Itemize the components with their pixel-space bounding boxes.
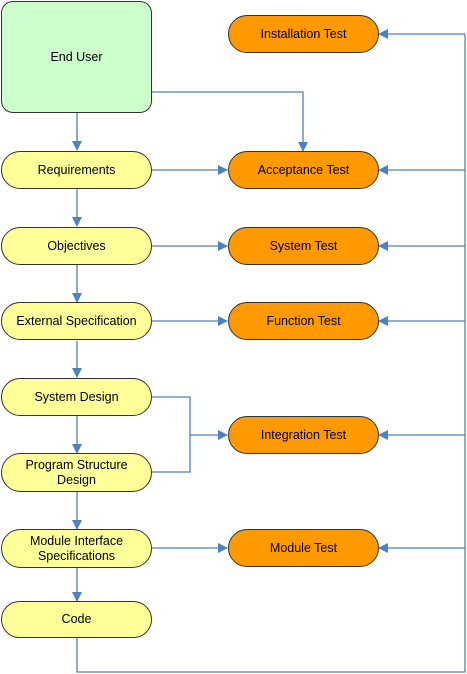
code-label: Code	[61, 612, 92, 626]
program-structure-design-node: Program Structure Design	[1, 453, 152, 492]
installation-test-node: Installation Test	[228, 15, 379, 53]
integration-test-node: Integration Test	[228, 416, 379, 454]
objectives-node: Objectives	[1, 227, 152, 265]
system-design-node: System Design	[1, 378, 152, 416]
end-user-node: End User	[1, 1, 152, 113]
objectives-label: Objectives	[47, 238, 106, 253]
requirements-node: Requirements	[1, 151, 152, 189]
arrow-system-design-to-integration-test	[152, 396, 191, 435]
system-test-node: System Test	[228, 227, 379, 265]
arrow-program-structure-to-integration-test	[152, 430, 228, 473]
system-design-label: System Design	[34, 389, 119, 404]
external-specification-node: External Specification	[1, 302, 152, 340]
function-test-node: Function Test	[228, 302, 379, 340]
system-test-label: System Test	[269, 238, 338, 253]
return-path-from-code	[76, 34, 466, 673]
module-test-label: Module Test	[269, 540, 338, 555]
acceptance-test-label: Acceptance Test	[257, 162, 350, 177]
external-specification-label: External Specification	[16, 313, 137, 328]
end-user-label: End User	[50, 49, 103, 64]
module-interface-specifications-node: Module Interface Specifications	[1, 529, 152, 568]
integration-test-label: Integration Test	[260, 427, 347, 442]
program-structure-design-label: Program Structure Design	[25, 457, 128, 487]
function-test-label: Function Test	[266, 313, 341, 328]
arrow-enduser-to-acceptance-test	[152, 91, 308, 152]
installation-test-label: Installation Test	[260, 26, 347, 41]
module-test-node: Module Test	[228, 529, 379, 567]
module-interface-specifications-label: Module Interface Specifications	[29, 533, 124, 563]
acceptance-test-node: Acceptance Test	[228, 151, 379, 189]
code-node: Code	[1, 601, 152, 638]
requirements-label: Requirements	[37, 162, 116, 177]
